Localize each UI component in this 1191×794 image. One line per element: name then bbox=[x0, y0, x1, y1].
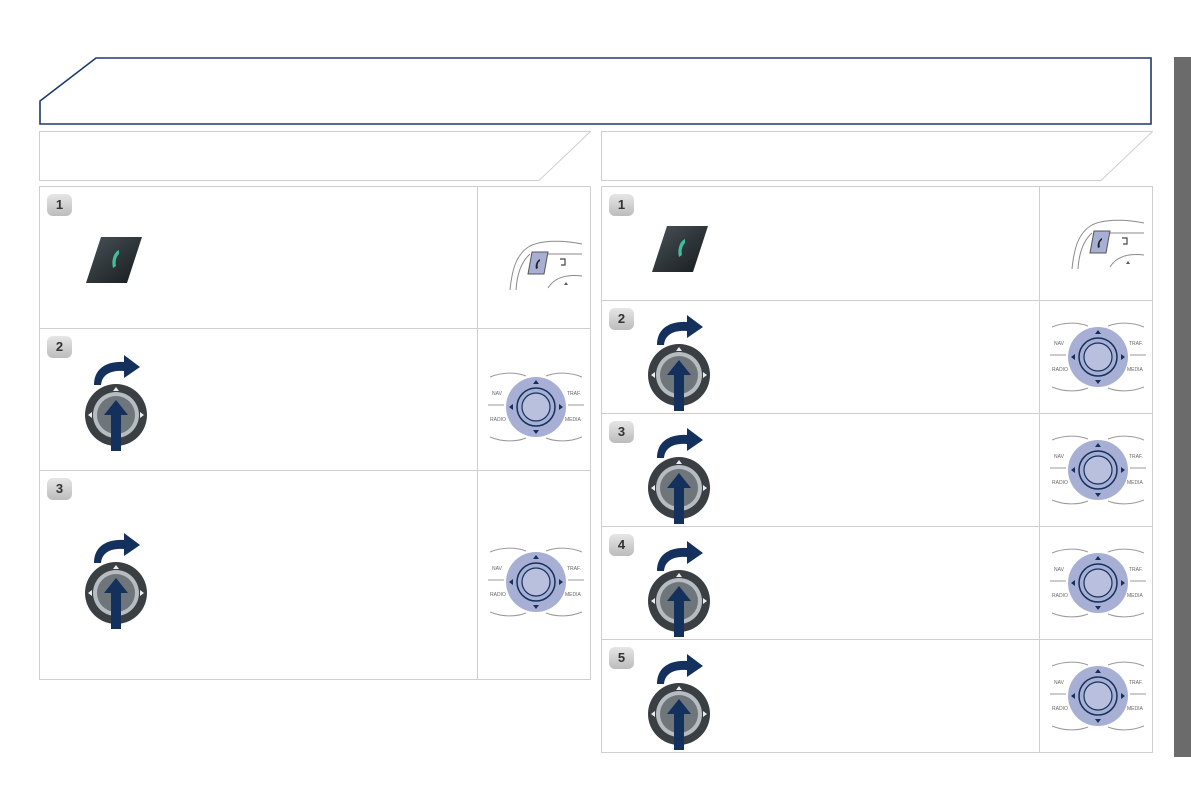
step-row: 2 NAV TRAF. RADIO MEDIA bbox=[602, 301, 1152, 414]
steering-phone-control-icon bbox=[1070, 219, 1146, 271]
svg-text:TRAF.: TRAF. bbox=[1129, 341, 1143, 347]
control-dial-icon: NAV TRAF. RADIO MEDIA bbox=[486, 546, 586, 618]
rotate-press-knob-icon bbox=[84, 529, 148, 629]
svg-text:TRAF.: TRAF. bbox=[567, 566, 581, 572]
svg-text:TRAF.: TRAF. bbox=[1129, 567, 1143, 573]
svg-text:MEDIA: MEDIA bbox=[565, 417, 582, 423]
step-row: 1 bbox=[40, 187, 590, 329]
svg-text:NAV: NAV bbox=[1054, 341, 1065, 347]
svg-text:MEDIA: MEDIA bbox=[1127, 593, 1144, 599]
right-section-header bbox=[601, 131, 1153, 181]
svg-text:TRAF.: TRAF. bbox=[567, 391, 581, 397]
step-number-badge: 3 bbox=[609, 421, 634, 443]
svg-text:NAV: NAV bbox=[492, 566, 503, 572]
control-dial-icon: NAV TRAF. RADIO MEDIA bbox=[1048, 321, 1148, 393]
rotate-press-knob-icon bbox=[84, 351, 148, 451]
step-number-badge: 1 bbox=[47, 194, 72, 216]
svg-text:TRAF.: TRAF. bbox=[1129, 680, 1143, 686]
step-number-badge: 5 bbox=[609, 647, 634, 669]
svg-text:RADIO: RADIO bbox=[490, 592, 506, 598]
svg-text:RADIO: RADIO bbox=[1052, 367, 1068, 373]
phone-button-icon bbox=[85, 235, 143, 285]
right-steps-panel: 1 2 NAV TRAF. RADIO MEDIA 3 bbox=[601, 186, 1153, 753]
step-number-badge: 2 bbox=[609, 308, 634, 330]
chapter-tab bbox=[1174, 57, 1191, 757]
step-row: 1 bbox=[602, 187, 1152, 301]
svg-text:NAV: NAV bbox=[492, 391, 503, 397]
step-number-badge: 1 bbox=[609, 194, 634, 216]
svg-text:TRAF.: TRAF. bbox=[1129, 454, 1143, 460]
control-dial-icon: NAV TRAF. RADIO MEDIA bbox=[1048, 434, 1148, 506]
step-row: 5 NAV TRAF. RADIO MEDIA bbox=[602, 640, 1152, 753]
step-number-badge: 4 bbox=[609, 534, 634, 556]
control-dial-icon: NAV TRAF. RADIO MEDIA bbox=[1048, 547, 1148, 619]
svg-text:NAV: NAV bbox=[1054, 680, 1065, 686]
left-steps-panel: 1 2 NAV TRAF. RADIO MEDIA 3 bbox=[39, 186, 591, 680]
rotate-press-knob-icon bbox=[647, 650, 711, 750]
svg-text:RADIO: RADIO bbox=[490, 417, 506, 423]
rotate-press-knob-icon bbox=[647, 424, 711, 524]
svg-text:MEDIA: MEDIA bbox=[1127, 706, 1144, 712]
step-row: 2 NAV TRAF. RADIO MEDIA bbox=[40, 329, 590, 471]
step-row: 4 NAV TRAF. RADIO MEDIA bbox=[602, 527, 1152, 640]
page-title-banner bbox=[39, 57, 1152, 125]
svg-text:MEDIA: MEDIA bbox=[1127, 480, 1144, 486]
control-dial-icon: NAV TRAF. RADIO MEDIA bbox=[486, 371, 586, 443]
step-row: 3 NAV TRAF. RADIO MEDIA bbox=[602, 414, 1152, 527]
step-row: 3 NAV TRAF. RADIO MEDIA bbox=[40, 471, 590, 681]
svg-text:MEDIA: MEDIA bbox=[1127, 367, 1144, 373]
step-number-badge: 3 bbox=[47, 478, 72, 500]
step-number-badge: 2 bbox=[47, 336, 72, 358]
steering-phone-control-icon bbox=[508, 240, 584, 292]
left-section-header bbox=[39, 131, 591, 181]
control-dial-icon: NAV TRAF. RADIO MEDIA bbox=[1048, 660, 1148, 732]
svg-text:RADIO: RADIO bbox=[1052, 593, 1068, 599]
phone-button-icon bbox=[651, 224, 709, 274]
rotate-press-knob-icon bbox=[647, 311, 711, 411]
svg-text:NAV: NAV bbox=[1054, 454, 1065, 460]
svg-text:NAV: NAV bbox=[1054, 567, 1065, 573]
svg-text:RADIO: RADIO bbox=[1052, 706, 1068, 712]
rotate-press-knob-icon bbox=[647, 537, 711, 637]
svg-text:RADIO: RADIO bbox=[1052, 480, 1068, 486]
svg-text:MEDIA: MEDIA bbox=[565, 592, 582, 598]
